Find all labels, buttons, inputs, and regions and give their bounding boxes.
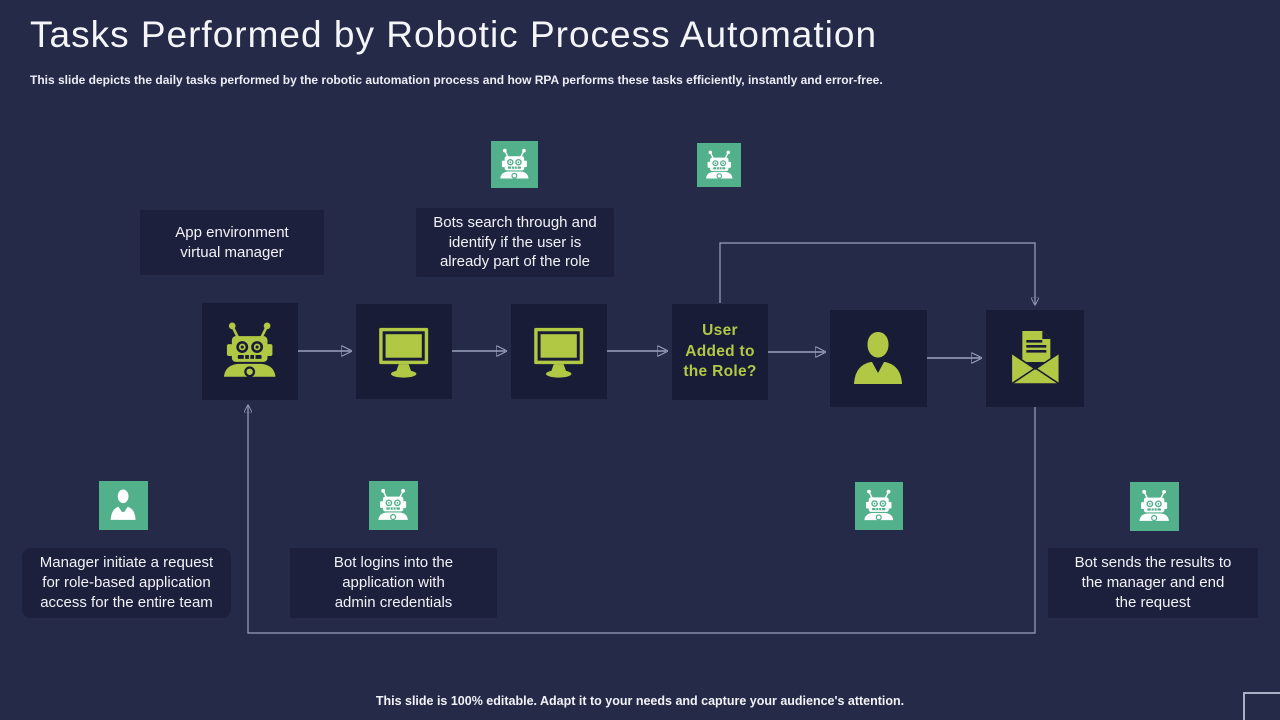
note-bot-sends: Bot sends the results to the manager and…: [1048, 548, 1258, 618]
flow-step-decision: User Added to the Role?: [672, 304, 768, 400]
note-app-environment: App environment virtual manager: [140, 210, 324, 275]
note-manager-request-text: Manager initiate a request for role-base…: [39, 554, 214, 611]
monitor-icon: [527, 320, 590, 383]
bot-tile-login: [369, 481, 418, 530]
slide-number-placeholder: [1243, 692, 1280, 720]
flow-step-monitor-2: [511, 304, 607, 399]
page-title: Tasks Performed by Robotic Process Autom…: [30, 14, 878, 55]
footer-note: This slide is 100% editable. Adapt it to…: [375, 694, 905, 708]
flow-step-bot: [202, 303, 298, 400]
note-bots-search-text: Bots search through and identify if the …: [433, 213, 597, 271]
monitor-icon: [372, 320, 435, 383]
note-bot-sends-text: Bot sends the results to the manager and…: [1074, 554, 1232, 611]
note-app-environment-text: App environment virtual manager: [175, 223, 289, 261]
note-bot-logins: Bot logins into the application with adm…: [290, 548, 497, 618]
decision-label: User Added to the Role?: [683, 321, 757, 381]
person-icon: [846, 326, 910, 390]
manager-icon: [105, 487, 141, 523]
bot-tile-middle: [855, 482, 903, 530]
robot-icon: [497, 147, 532, 182]
bot-tile-end: [1130, 482, 1179, 531]
robot-icon: [218, 319, 281, 383]
note-bot-logins-text: Bot logins into the application with adm…: [333, 554, 454, 611]
bot-tile-top-left: [491, 141, 538, 188]
flow-step-monitor-1: [356, 304, 452, 399]
robot-icon: [861, 488, 897, 524]
robot-icon: [703, 149, 736, 182]
page-subtitle: This slide depicts the daily tasks perfo…: [30, 73, 883, 87]
flow-step-mail: [986, 310, 1084, 407]
robot-icon: [375, 487, 411, 523]
mail-icon: [1003, 326, 1068, 390]
note-manager-request: Manager initiate a request for role-base…: [22, 548, 231, 618]
note-bots-search: Bots search through and identify if the …: [416, 208, 614, 277]
flow-step-user: [830, 310, 927, 407]
robot-icon: [1136, 488, 1172, 524]
bot-tile-top-right: [697, 143, 741, 187]
manager-tile: [99, 481, 148, 530]
